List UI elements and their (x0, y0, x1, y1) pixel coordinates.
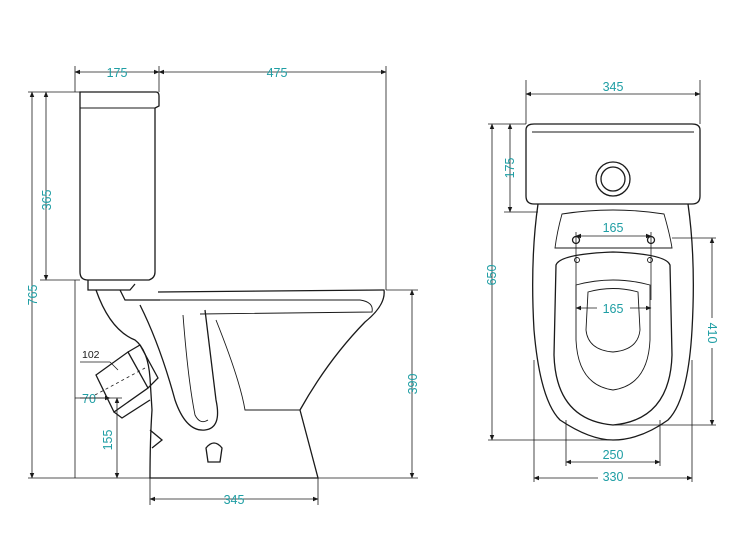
side-rim-inner (158, 299, 373, 315)
flush-button-outer (595, 161, 631, 197)
dim-outlet-diameter: 102 (82, 349, 100, 361)
side-view: 175 475 765 365 390 102 70 155 345 (26, 66, 420, 507)
dim-bowl-height: 390 (406, 374, 420, 395)
top-bowl-opening (585, 288, 641, 353)
dim-tank-height: 365 (40, 190, 54, 211)
top-seat-outer (553, 251, 673, 426)
dim-outlet-offset: 70 (82, 392, 96, 406)
dim-seat-width: 250 (603, 448, 624, 462)
dim-seat-inner: 165 (603, 302, 624, 316)
dim-seat-hole-spacing: 165 (603, 221, 624, 235)
side-trap-channel (139, 304, 219, 431)
dim-top-length: 650 (485, 265, 499, 286)
dim-top-width: 345 (603, 80, 624, 94)
top-seat-opening (575, 279, 651, 391)
side-bowl-interior (215, 319, 300, 411)
side-tank-connection (87, 280, 160, 301)
side-trap-inner (182, 314, 209, 423)
dim-seat-length: 410 (705, 323, 719, 344)
dim-base-width: 345 (224, 493, 245, 507)
dim-total-height: 765 (26, 285, 40, 306)
dim-label-bg (704, 318, 720, 348)
side-outlet-foot (149, 429, 164, 449)
dim-tank-depth: 175 (107, 66, 128, 80)
side-drain-hole (205, 442, 223, 463)
seat-pin-right (647, 257, 653, 263)
side-tank-outline (79, 91, 160, 281)
top-seat-hinge (554, 209, 673, 249)
top-bowl-outline (532, 203, 694, 441)
seat-pin-left (574, 257, 580, 263)
dim-label-bg (598, 469, 628, 483)
top-tank-outline (525, 123, 701, 205)
dim-total-depth: 475 (267, 66, 288, 80)
leader-outlet-diameter (109, 361, 119, 371)
dim-top-tank-depth: 175 (503, 158, 517, 179)
dim-outlet-height: 155 (101, 430, 115, 451)
dim-bowl-width: 330 (603, 470, 624, 484)
top-view: 345 650 175 165 165 410 250 330 (485, 80, 720, 484)
dim-label-bg (597, 301, 630, 315)
side-outlet-pipe (95, 344, 159, 419)
side-bowl-outline (95, 289, 385, 479)
side-outlet-axis (94, 367, 146, 396)
flush-button-inner (600, 166, 626, 192)
